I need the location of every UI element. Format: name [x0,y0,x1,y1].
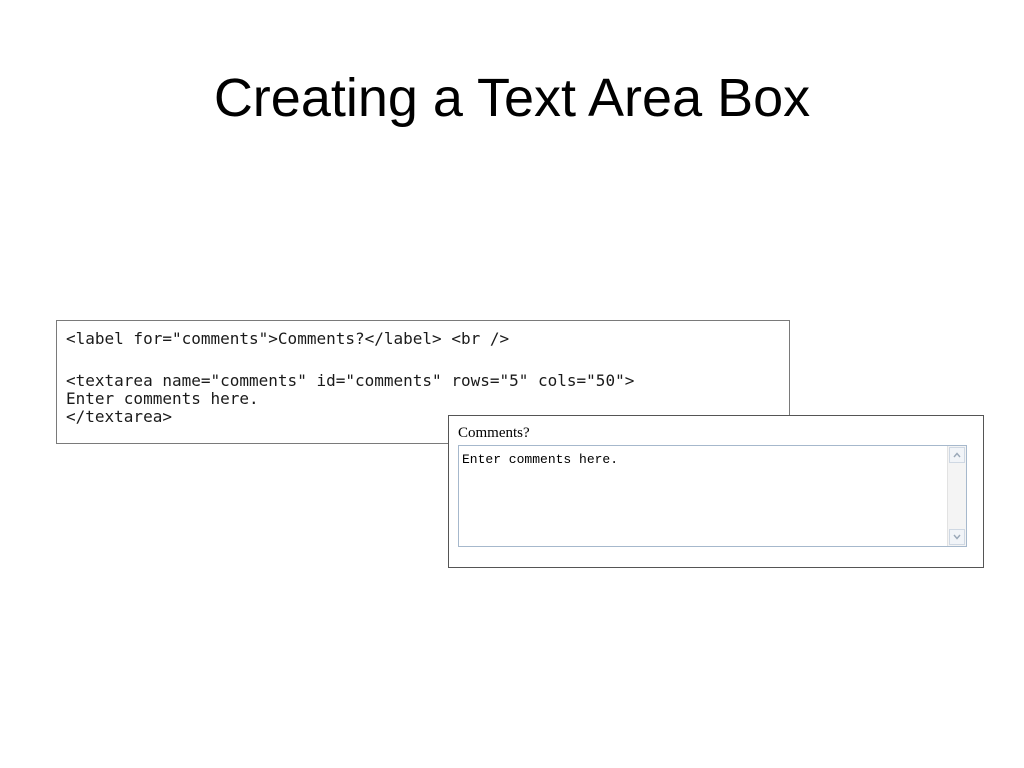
scroll-down-button[interactable] [949,529,965,545]
textarea-scrollbar[interactable] [947,446,966,546]
comments-textarea[interactable]: Enter comments here. [458,445,967,547]
code-line-label: <label for="comments">Comments?</label> … [66,329,510,348]
scroll-up-button[interactable] [949,447,965,463]
comments-label: Comments? [458,425,530,441]
slide-title: Creating a Text Area Box [213,68,811,128]
code-line-textarea-content: Enter comments here. [66,389,259,408]
code-line-textarea-open: <textarea name="comments" id="comments" … [66,371,635,390]
code-sample-box: <label for="comments">Comments?</label> … [56,320,790,444]
code-line-textarea-close: </textarea> [66,407,172,426]
chevron-down-icon [953,534,961,540]
rendered-output-box: Comments? Enter comments here. [448,415,984,568]
textarea-content: Enter comments here. [462,452,619,467]
chevron-up-icon [953,452,961,458]
